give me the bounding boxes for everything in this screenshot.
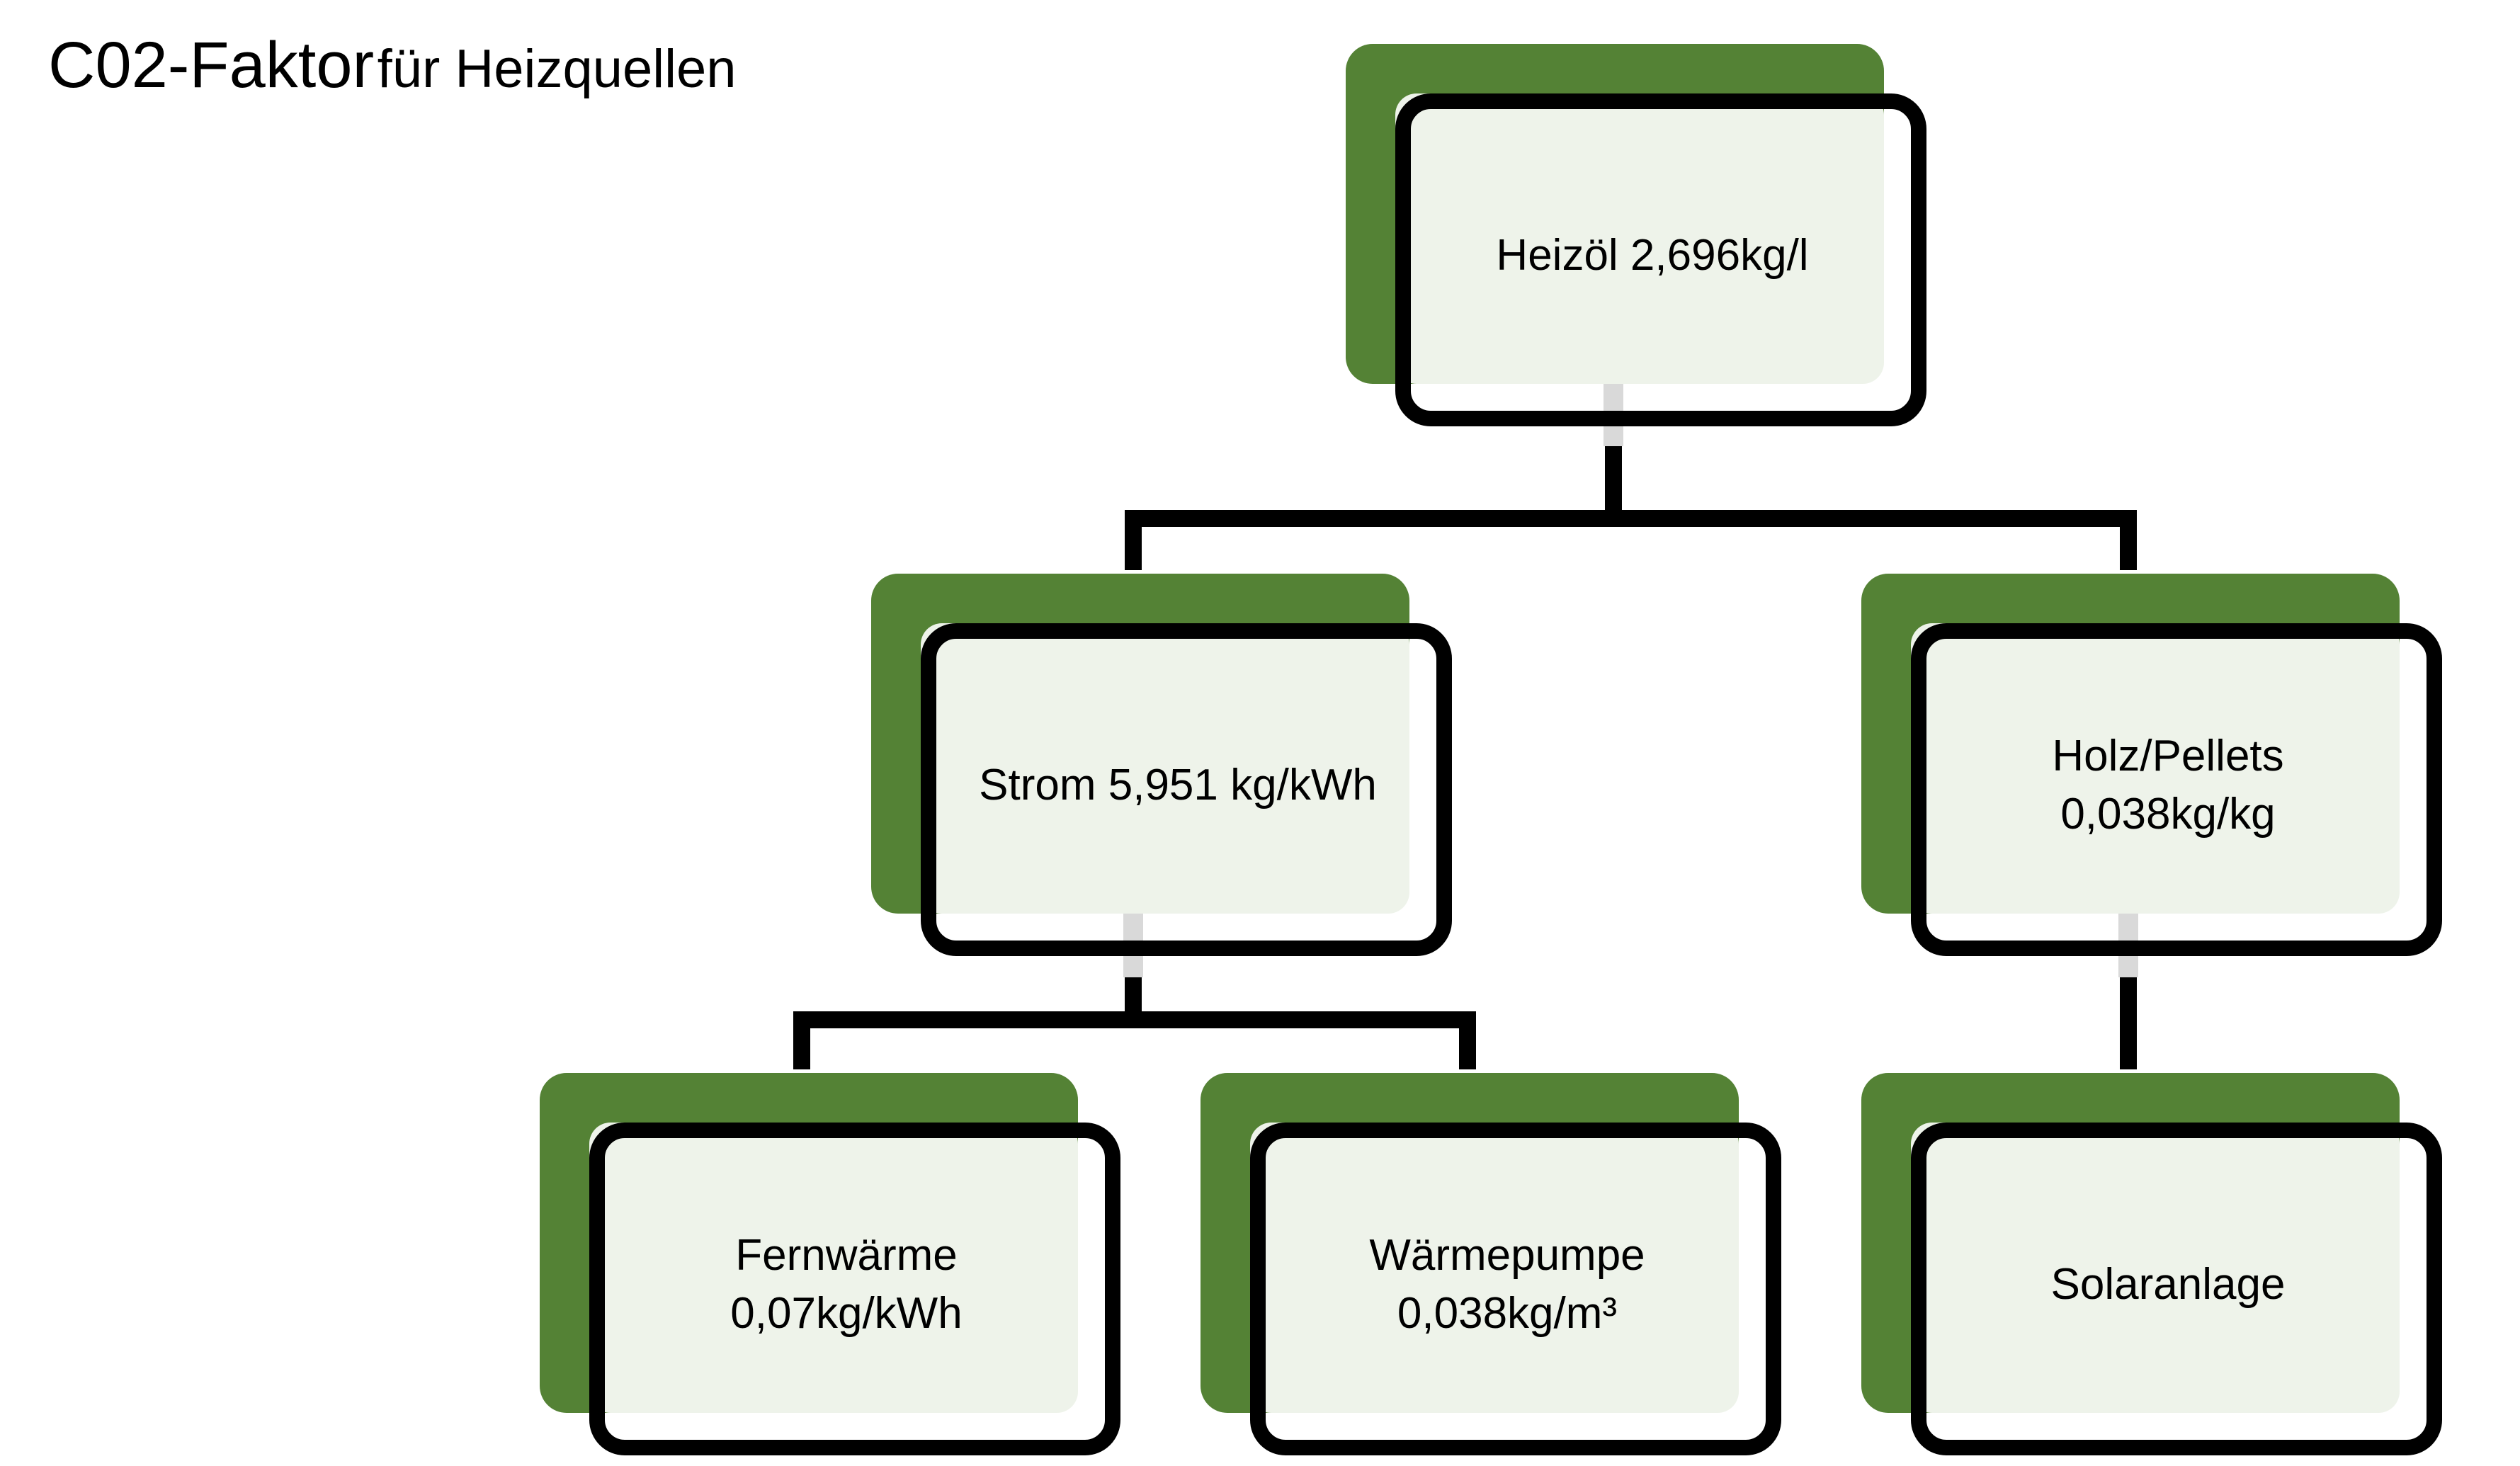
node-fernwaerme: Fernwärme 0,07kg/kWh — [540, 1073, 1120, 1455]
title-subtitle: für Heizquellen — [377, 39, 737, 99]
node-outline — [1250, 1123, 1781, 1455]
node-fill — [1250, 1123, 1739, 1413]
node-outline — [1911, 1123, 2442, 1455]
node-label-strom: Strom 5,951 kg/kWh — [979, 760, 1377, 809]
node-fill — [1395, 93, 1884, 384]
node-fill — [921, 623, 1409, 914]
title-main: C02-Faktor — [48, 29, 375, 101]
connector-strom-children — [793, 977, 1476, 1069]
node-outline — [589, 1123, 1120, 1455]
node-solaranlage: Solaranlage — [1861, 1073, 2442, 1455]
node-label-solaranlage: Solaranlage — [2050, 1259, 2286, 1309]
node-fill — [1911, 1123, 2400, 1413]
connector-root-children — [1125, 446, 2137, 570]
node-label-heizoel: Heizöl 2,696kg/l — [1496, 230, 1809, 280]
node-label-fernwaerme: Fernwärme 0,07kg/kWh — [730, 1230, 963, 1338]
node-heizoel: Heizöl 2,696kg/l — [1346, 44, 1926, 426]
node-fill — [1911, 623, 2400, 914]
node-strom: Strom 5,951 kg/kWh — [871, 574, 1452, 956]
node-outline — [1911, 623, 2442, 956]
node-waermepumpe: Wärmepumpe 0,038kg/m³ — [1201, 1073, 1781, 1455]
node-label-holz-pellets: Holz/Pellets 0,038kg/kg — [2052, 731, 2284, 839]
page-title: C02-Faktor für Heizquellen — [48, 33, 737, 98]
node-fill — [589, 1123, 1078, 1413]
node-holz-pellets: Holz/Pellets 0,038kg/kg — [1861, 574, 2442, 956]
node-outline — [921, 623, 1452, 956]
node-outline — [1395, 93, 1926, 426]
node-label-waermepumpe: Wärmepumpe 0,038kg/m³ — [1369, 1230, 1645, 1338]
